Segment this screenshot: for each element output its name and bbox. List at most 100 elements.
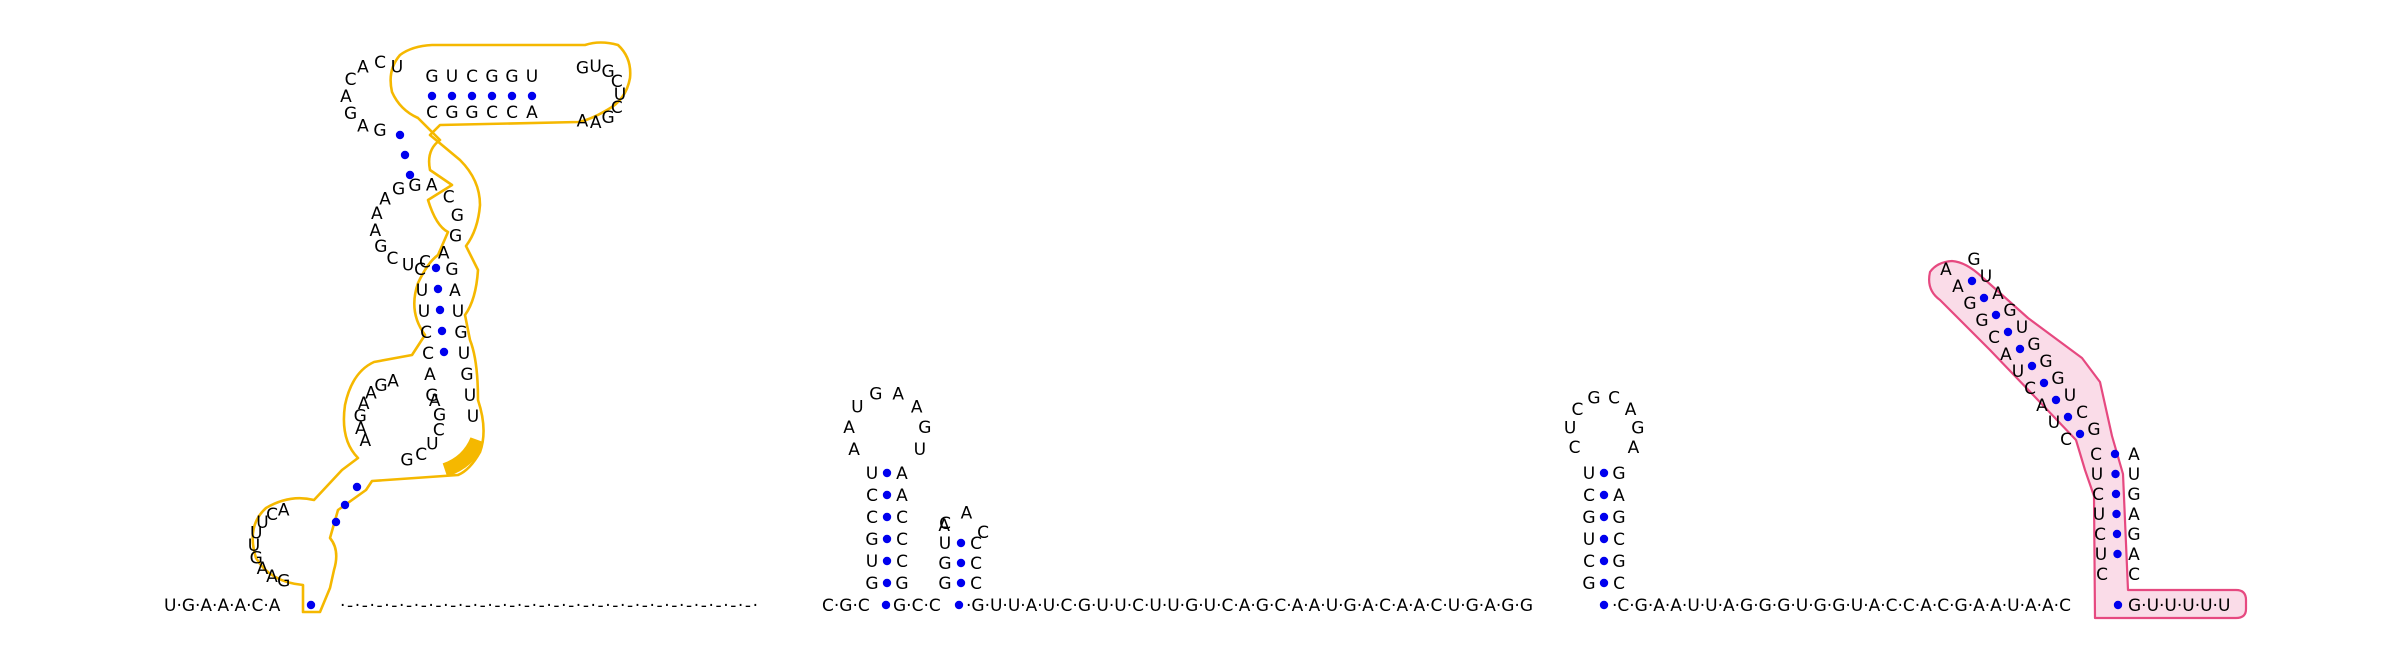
loop-nucleotide: C: [387, 249, 399, 269]
loop-nucleotide: G: [451, 206, 464, 226]
stem-right-nucleotide: C: [1613, 574, 1625, 594]
loop-nucleotide: C: [419, 252, 431, 272]
stem-left-nucleotide: C: [866, 486, 878, 506]
stem-right-nucleotide: C: [896, 552, 908, 572]
stem-nucleotide: G: [1967, 250, 1980, 270]
stem-nucleotide: C: [2024, 379, 2036, 399]
loop-nucleotide: A: [426, 175, 438, 195]
stem-nucleotide: G: [2051, 369, 2064, 389]
loop-nucleotide: C: [433, 421, 445, 441]
stem-right-nucleotide: A: [896, 486, 908, 506]
stem-nucleotide: G: [2127, 525, 2140, 545]
loop-nucleotide: U: [391, 58, 403, 78]
stem-right-nucleotide: G: [895, 574, 908, 594]
loop-nucleotide: A: [360, 431, 372, 451]
baseline-gap-segment: ·-·-·-·-·-·-·-·-·-·-·-·-·-·-·-·-·-·-·-·-…: [340, 596, 760, 616]
stem-nucleotide: C: [2090, 445, 2102, 465]
base-pair-dot: [882, 556, 892, 566]
base-pair-dot: [954, 600, 964, 610]
base-pair-dot: [2111, 469, 2120, 479]
loop-nucleotide: U: [256, 513, 268, 533]
loop-nucleotide: G: [601, 108, 614, 128]
stem-nucleotide: G: [1963, 294, 1976, 314]
loop-nucleotide: A: [340, 87, 352, 107]
base-pair-dot: [487, 91, 497, 101]
loop-nucleotide: A: [355, 419, 367, 439]
stem-nucleotide: C: [486, 103, 498, 123]
base-pair-dot: [2027, 361, 2037, 371]
stem-nucleotide: U: [2095, 545, 2107, 565]
baseline-left-segment: U·G·A·A·A·C·A: [164, 596, 281, 616]
stem-nucleotide: G: [1975, 311, 1988, 331]
stem-nucleotide: C: [2096, 565, 2108, 585]
stem-left-nucleotide: C: [1583, 486, 1595, 506]
base-pair-dot: [882, 490, 892, 500]
stem-nucleotide: U: [2016, 318, 2028, 338]
stem-nucleotide: U: [467, 407, 479, 427]
stem-nucleotide: C: [466, 67, 478, 87]
loop-nucleotide: G: [601, 62, 614, 82]
base-pair-dot: [2112, 509, 2121, 519]
stem-nucleotide: G: [460, 365, 473, 385]
stem-nucleotide: U: [2128, 465, 2140, 485]
stem-left-nucleotide: G: [865, 574, 878, 594]
stem-nucleotide: U: [416, 281, 428, 301]
base-pair-dot: [882, 512, 892, 522]
stem-nucleotide: G: [425, 386, 438, 406]
loop-nucleotide: G: [400, 450, 413, 470]
base-pair-dot: [400, 150, 410, 160]
stem-right-nucleotide: C: [896, 508, 908, 528]
stem-nucleotide: A: [2036, 396, 2048, 416]
loop-nucleotide: G: [408, 176, 421, 196]
stem-right-nucleotide: G: [1612, 508, 1625, 528]
pink-outline: [1928, 259, 2248, 620]
stem-nucleotide: A: [2000, 345, 2012, 365]
base-pair-dot: [2039, 378, 2049, 388]
baseline-right-segment: ·C·G·A·A·U·U·A·G·G·G·U·G·G·U·A·C·C·A·C·G…: [1612, 596, 2071, 616]
stem-left-nucleotide: G: [865, 530, 878, 550]
base-pair-dot: [352, 482, 362, 492]
base-pair-dot: [1599, 534, 1609, 544]
stem-nucleotide: C: [414, 260, 426, 280]
stem-right-nucleotide: C: [970, 534, 982, 554]
loop-nucleotide: G: [869, 385, 882, 405]
base-pair-dot: [439, 347, 449, 357]
loop-nucleotide: U: [426, 435, 438, 455]
loop-nucleotide: U: [851, 397, 863, 417]
stem-nucleotide: A: [424, 365, 436, 385]
stem-nucleotide: G: [505, 67, 518, 87]
base-pair-dot: [447, 91, 457, 101]
base-pair-dot: [956, 578, 966, 588]
stem-right-nucleotide: C: [896, 530, 908, 550]
base-pair-dot: [1599, 578, 1609, 588]
stem-left-nucleotide: U: [939, 534, 951, 554]
loop-nucleotide: G: [277, 571, 290, 591]
base-pair-dot: [1599, 512, 1609, 522]
base-pair-dot: [1599, 490, 1609, 500]
loop-nucleotide: A: [387, 372, 399, 392]
loop-nucleotide: A: [438, 244, 450, 264]
loop-nucleotide: C: [415, 445, 427, 465]
stem-nucleotide: A: [2128, 505, 2140, 525]
stem-nucleotide: A: [449, 281, 461, 301]
loop-nucleotide: C: [1608, 389, 1620, 409]
stem-left-nucleotide: C: [1583, 552, 1595, 572]
loop-nucleotide: A: [371, 204, 383, 224]
base-pair-dot: [1599, 600, 1609, 610]
loop-nucleotide: G: [392, 180, 405, 200]
loop-nucleotide: C: [443, 187, 455, 207]
base-pair-dot: [2051, 395, 2061, 405]
loop-nucleotide: A: [961, 503, 973, 523]
stem-nucleotide: U: [1980, 267, 1992, 287]
stem-right-nucleotide: G: [1612, 464, 1625, 484]
base-pair-dot: [1991, 310, 2001, 320]
base-pair-dot: [1979, 293, 1989, 303]
base-pair-dot: [405, 170, 415, 180]
base-pair-dot: [331, 517, 341, 527]
base-pair-dot: [435, 305, 445, 315]
